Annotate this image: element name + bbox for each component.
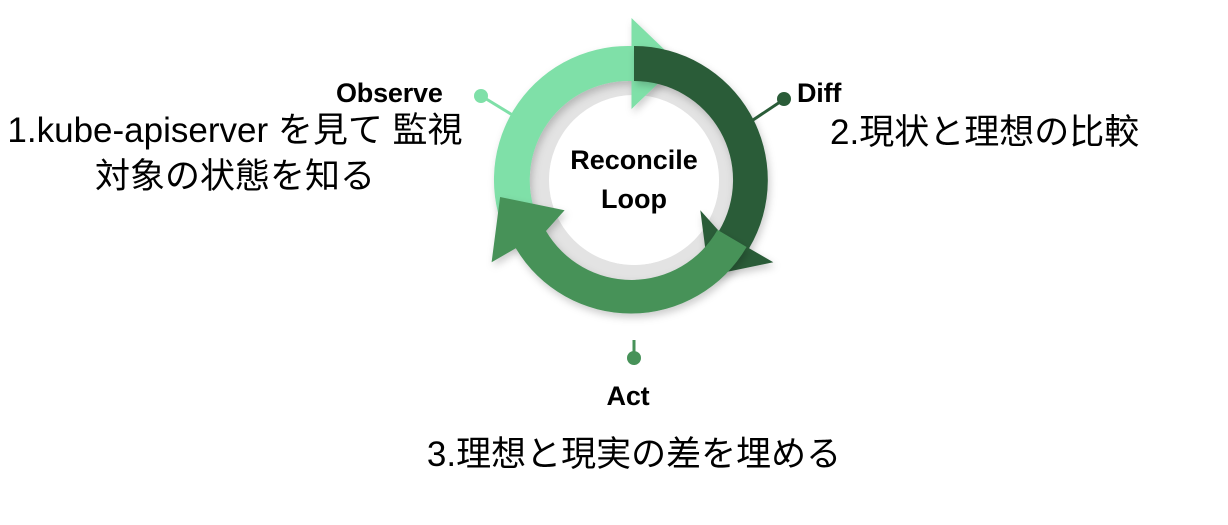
step-label-observe: Observe [336, 78, 443, 108]
step-label-act: Act [606, 381, 650, 411]
arrow-segment-diff[interactable] [634, 46, 774, 276]
act-dot [627, 351, 641, 365]
diff-dot [777, 92, 791, 106]
leader-observe [474, 89, 520, 121]
step-description-diff: 2.現状と理想の比較 [830, 113, 1140, 152]
leader-act [627, 340, 641, 365]
arrow-segment-act[interactable] [491, 197, 747, 314]
leader-diff [749, 92, 791, 124]
arrow-segment-observe[interactable] [493, 18, 679, 246]
step-description-observe: 1.kube-apiserver を見て 監視対象の状態を知る [7, 111, 463, 196]
step-description-act: 3.理想と現実の差を埋める [426, 435, 842, 474]
observe-dot [474, 89, 488, 103]
center-title: Reconcile Loop [570, 144, 698, 214]
hub-circle [549, 95, 719, 265]
step-label-diff: Diff [797, 78, 842, 108]
